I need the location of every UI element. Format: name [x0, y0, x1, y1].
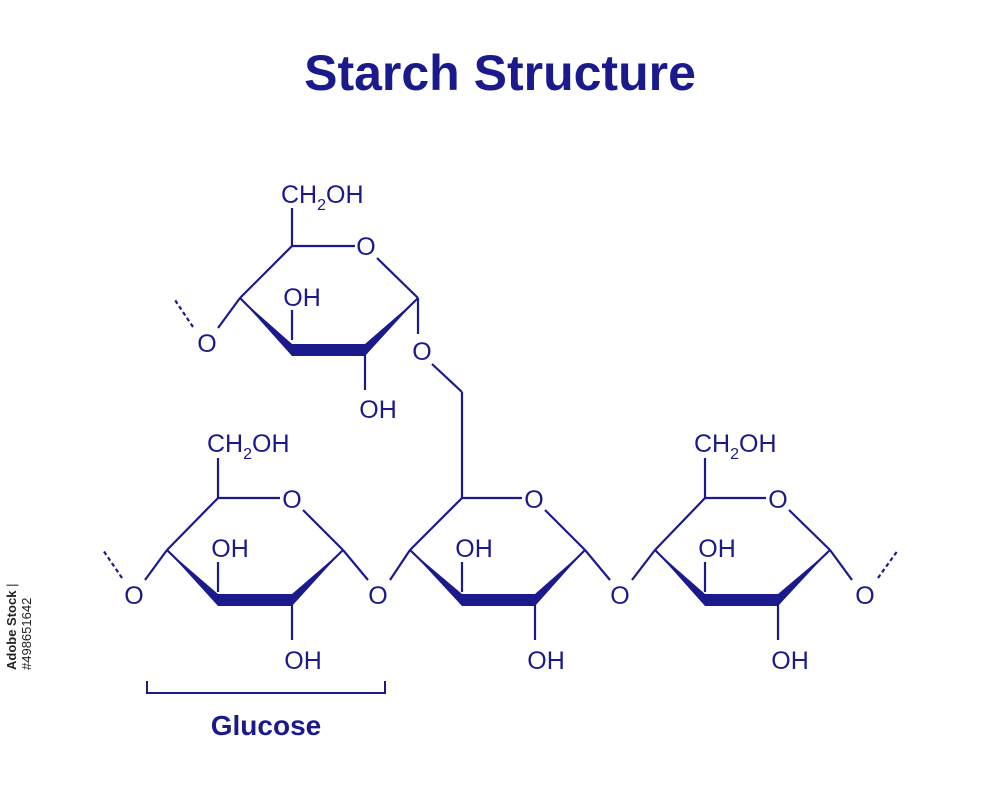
linkage-oxygen: O	[412, 338, 431, 366]
ch2oh-suffix: OH	[326, 181, 364, 209]
glucose-unit-top-atoms: O OH OH O O CH2OH	[197, 181, 431, 424]
glucose-unit-middle	[389, 496, 611, 640]
bond	[376, 257, 419, 299]
ch2oh-suffix: OH	[252, 430, 290, 458]
ch2oh-group: CH2OH	[207, 430, 290, 463]
glucose-unit-top-wedges	[240, 298, 418, 356]
wedge-bond	[292, 550, 343, 606]
wedge-bond	[705, 594, 778, 606]
linkage-oxygen: O	[124, 582, 143, 610]
ch2oh-suffix: OH	[739, 430, 777, 458]
glucose-unit-middle-atoms: O OH OH O	[455, 486, 629, 675]
linkage-oxygen: O	[855, 582, 874, 610]
dashed-bond	[174, 299, 194, 328]
glucose-unit-right-wedges	[655, 550, 830, 606]
wedge-bond	[410, 550, 462, 606]
stock-site: Adobe Stock	[4, 590, 19, 670]
bond	[144, 549, 168, 581]
stock-watermark: Adobe Stock | #498651642	[4, 560, 34, 670]
ring-oxygen: O	[524, 486, 543, 514]
glucose-unit-left-wedges	[167, 550, 343, 606]
ring-oxygen: O	[768, 486, 787, 514]
glucose-unit-left-atoms: O OH OH O O CH2OH	[124, 430, 387, 675]
bond	[544, 509, 586, 551]
wedge-bond	[365, 298, 418, 356]
ch2oh-group: CH2OH	[281, 181, 364, 214]
bond	[166, 497, 219, 551]
ring-oxygen: O	[282, 486, 301, 514]
stock-separator: |	[4, 583, 19, 591]
bond	[829, 549, 853, 581]
wedge-bond	[535, 550, 585, 606]
linkage-oxygen: O	[197, 330, 216, 358]
bond	[654, 497, 706, 551]
ch2oh-prefix: CH	[694, 430, 730, 458]
wedge-bond	[240, 298, 292, 356]
bond	[409, 497, 463, 551]
wedge-bond	[655, 550, 705, 606]
bond	[631, 549, 656, 581]
dashed-bond	[102, 549, 123, 579]
glucose-unit-right	[631, 458, 899, 640]
ch2oh-subscript: 2	[730, 446, 739, 463]
wedge-bond	[167, 550, 218, 606]
bond	[431, 363, 463, 393]
dashed-bond	[877, 549, 899, 579]
bond	[788, 509, 831, 551]
hydroxyl: OH	[211, 535, 249, 563]
bond	[302, 509, 344, 551]
bond	[217, 297, 241, 329]
ring-oxygen: O	[356, 233, 375, 261]
glucose-bracket	[146, 681, 386, 694]
ch2oh-prefix: CH	[281, 181, 317, 209]
linkage-oxygen: O	[610, 582, 629, 610]
ch2oh-prefix: CH	[207, 430, 243, 458]
wedge-bond	[218, 594, 292, 606]
ch2oh-group: CH2OH	[694, 430, 777, 463]
ch2oh-subscript: 2	[317, 197, 326, 214]
linkage-oxygen: O	[368, 582, 387, 610]
hydroxyl: OH	[698, 535, 736, 563]
wedge-bond	[778, 550, 830, 606]
bond	[342, 549, 369, 581]
bond	[584, 549, 611, 581]
glucose-unit-right-atoms: O OH OH O CH2OH	[694, 430, 875, 675]
hydroxyl: OH	[527, 647, 565, 675]
wedge-bond	[462, 594, 535, 606]
bond	[239, 245, 293, 299]
diagram-title: Starch Structure	[304, 45, 696, 101]
bond	[389, 549, 411, 581]
hydroxyl: OH	[771, 647, 809, 675]
glucose-label: Glucose	[211, 710, 321, 741]
wedge-bond	[292, 344, 365, 356]
hydroxyl: OH	[455, 535, 493, 563]
stock-id: #498651642	[19, 597, 34, 670]
hydroxyl: OH	[359, 396, 397, 424]
glucose-unit-middle-wedges	[410, 550, 585, 606]
hydroxyl: OH	[283, 284, 321, 312]
ch2oh-subscript: 2	[243, 446, 252, 463]
hydroxyl: OH	[284, 647, 322, 675]
